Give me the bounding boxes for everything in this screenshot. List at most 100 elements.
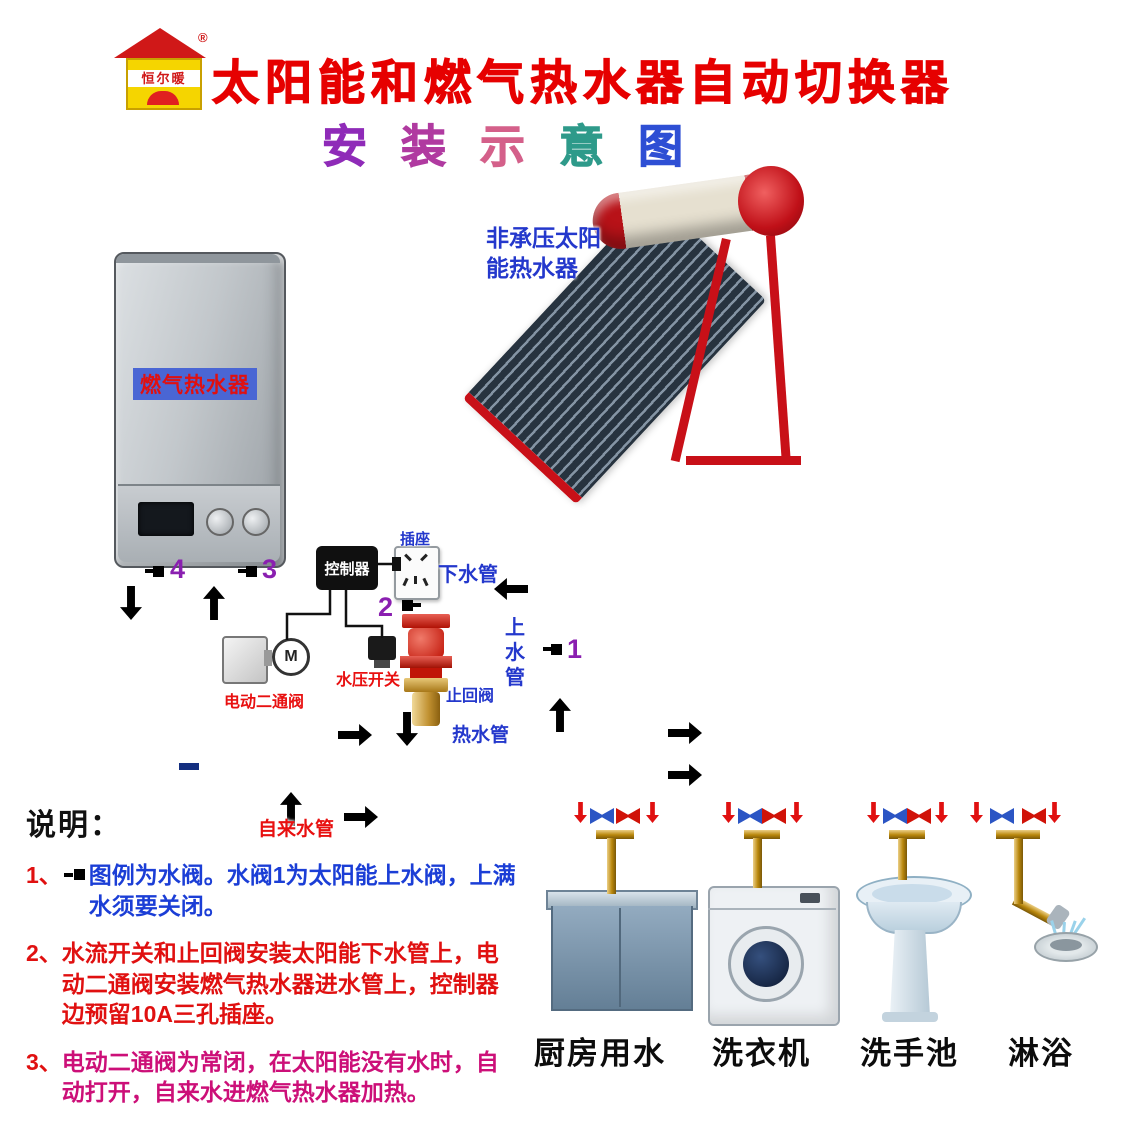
flow-arrow-down-icon: [935, 802, 948, 823]
page-subtitle: 安 装 示 意 图: [321, 110, 684, 175]
sink-seam: [619, 908, 621, 1007]
brass-fitting: [412, 692, 440, 726]
flow-arrow-down-icon: [574, 802, 587, 823]
check-valve-body: [408, 628, 444, 658]
valve-number-3: 3: [262, 554, 278, 584]
check-valve-top-nut: [402, 614, 450, 628]
two-way-valve-body: [222, 636, 268, 684]
check-valve-flange: [400, 656, 452, 668]
flow-arrow-up-icon: [549, 698, 571, 732]
sink-body: [551, 906, 693, 1011]
valve-marker-icon: [543, 644, 562, 655]
valve-legend-icon: [63, 867, 85, 882]
fixture-label-shower: 淋浴: [1008, 1036, 1074, 1071]
pressure-switch-nut: [374, 660, 390, 668]
washer-control: [800, 893, 820, 903]
valve-marker-icon: [238, 566, 257, 577]
flow-arrow-down-icon: [970, 802, 983, 823]
note-item-3: 3、 电动二通阀为常闭，在太阳能没有水时，自 动打开，自来水进燃气热水器加热。: [26, 1047, 546, 1108]
basin-base: [882, 1012, 938, 1022]
valve-marker-icon: [145, 566, 164, 577]
page-title: 太阳能和燃气热水器自动切换器: [211, 55, 954, 109]
flow-arrow-right-icon: [338, 724, 372, 746]
gas-heater-knob: [206, 508, 234, 536]
valve-icon: [738, 808, 762, 824]
notes-heading: 说明：: [26, 809, 122, 842]
valve-icon: [1022, 808, 1046, 824]
brand-logo-roof-icon: [114, 28, 206, 58]
brand-sun-icon: [147, 91, 179, 105]
note-text: 电动二通阀为常闭，在太阳能没有水时，自 动打开，自来水进燃气热水器加热。: [61, 1048, 499, 1106]
mixer-bar-washer: [744, 830, 780, 839]
socket-slot-icon: [414, 576, 417, 584]
valve-icon: [762, 808, 786, 824]
up-pipe-label: 上 水 管: [505, 617, 525, 689]
brass-hex-nut: [404, 678, 448, 692]
subtitle-char: 意: [559, 121, 605, 173]
flow-arrow-down-icon: [120, 586, 142, 620]
flow-arrow-right-icon: [668, 764, 702, 786]
basin-bowl: [866, 902, 962, 934]
subtitle-char: 安: [321, 121, 368, 173]
note-item-1: 1、 图例为水阀。水阀1为太阳能上水阀，上满 水须要关闭。: [26, 860, 546, 921]
valve-icon: [616, 808, 640, 824]
brand-name: 恒尔暖: [128, 70, 200, 87]
down-pipe-label: 下水管: [438, 564, 498, 586]
mixer-riser-basin: [898, 838, 907, 880]
mixer-bar-basin: [889, 830, 925, 839]
valve-number-1: 1: [567, 634, 583, 664]
flow-arrow-down-icon: [1048, 802, 1061, 823]
pressure-switch: [368, 636, 396, 660]
subtitle-char: 图: [638, 121, 684, 173]
note-text: 水流开关和止回阀安装太阳能下水管上，电 动二通阀安装燃气热水器进水管上，控制器 …: [61, 940, 499, 1028]
mixer-riser-washer: [753, 838, 762, 888]
flow-arrow-up-icon: [203, 586, 225, 620]
solar-heater-label: 非承压太阳 能热水器: [486, 225, 601, 281]
valve-icon: [590, 808, 614, 824]
flow-arrow-left-icon: [494, 578, 528, 600]
valve-number-4: 4: [170, 554, 186, 584]
subtitle-char: 装: [401, 121, 447, 173]
washer-door-glass: [743, 941, 789, 987]
note-number: 1、: [26, 862, 62, 888]
basin-bowl-inner: [872, 884, 952, 904]
note-text: 图例为水阀。水阀1为太阳能上水阀，上满 水须要关闭。: [88, 862, 516, 919]
flow-arrow-down-icon: [867, 802, 880, 823]
note-number: 3、: [26, 1048, 62, 1075]
mixer-bar-shower: [996, 830, 1040, 839]
tap-pipe-label: 自来水管: [258, 819, 335, 840]
power-socket: [394, 546, 440, 600]
socket-label: 插座: [400, 531, 431, 548]
check-valve-neck: [410, 668, 442, 678]
fixture-label-basin: 洗手池: [860, 1036, 959, 1071]
washer-panel-line: [708, 908, 836, 910]
flow-arrow-right-icon: [668, 722, 702, 744]
controller-box: 控制器: [316, 546, 378, 590]
valve-icon: [907, 808, 931, 824]
pipe-tap-cap: [179, 763, 199, 770]
flow-arrow-down-icon: [646, 802, 659, 823]
pressure-switch-label: 水压开关: [336, 672, 401, 689]
notes-section: 说明： 1、 图例为水阀。水阀1为太阳能上水阀，上满 水须要关闭。 2、 水流开…: [26, 800, 546, 1124]
gas-heater-knob: [242, 508, 270, 536]
gas-heater-top-trim: [116, 254, 280, 263]
valve-number-2: 2: [378, 592, 394, 622]
shower-head-icon: [1045, 903, 1071, 931]
solar-tank-end-cap: [738, 166, 804, 236]
note-item-2: 2、 水流开关和止回阀安装太阳能下水管上，电 动二通阀安装燃气热水器进水管上，控…: [26, 938, 546, 1030]
mixer-riser-kitchen: [607, 838, 616, 894]
fixture-label-kitchen: 厨房用水: [534, 1036, 666, 1071]
flow-arrow-down-icon: [790, 802, 803, 823]
shower-drain-inner: [1050, 939, 1082, 951]
subtitle-char: 示: [480, 121, 526, 173]
check-valve-label: 止回阀: [446, 688, 495, 705]
valve-marker-icon: [402, 600, 421, 611]
note-number: 2、: [26, 940, 62, 967]
two-way-valve-motor: M: [272, 638, 310, 676]
flow-arrow-down-icon: [722, 802, 735, 823]
valve-icon: [990, 808, 1014, 824]
two-way-valve-label: 电动二通阀: [224, 694, 305, 711]
gas-heater-display: [138, 502, 194, 536]
two-way-valve-neck: [264, 650, 272, 666]
